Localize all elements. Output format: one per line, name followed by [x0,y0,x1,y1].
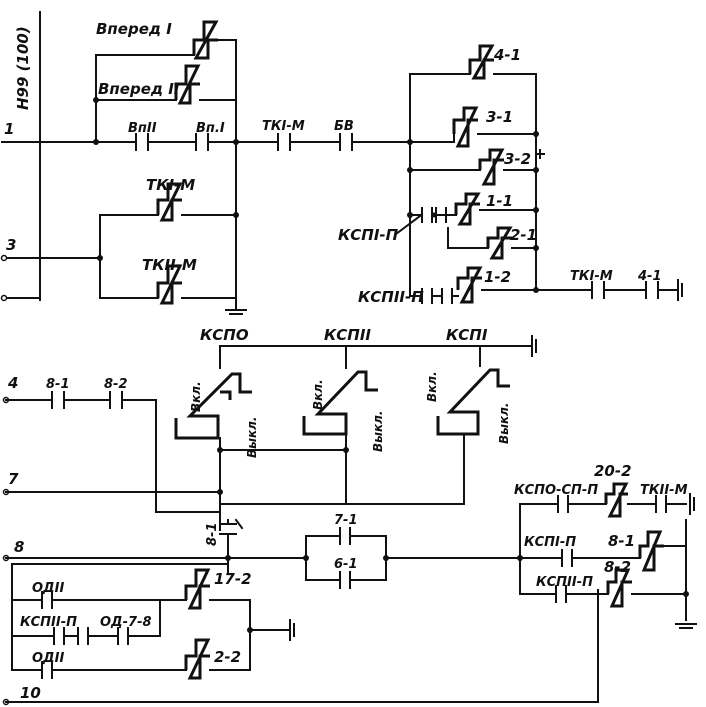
coil-1-1-label: 1-1 [486,192,513,210]
coil-tk2m: ТКII-М [142,256,197,305]
kspi-off-label: Выкл. [497,403,511,445]
coil-tk1m: ТКI-М [146,176,195,222]
terminal-7: 7 [8,470,19,488]
coil-8-2-b-label: 8-2 [604,558,631,576]
contact-vp2: ВпII [128,121,157,151]
coil-1-2: 1-2 [456,266,511,304]
group-kspi-label: КСПI [446,326,488,344]
contact-vp1: Вп.I [195,121,225,151]
coil-4-1: 4-1 [468,44,521,80]
contact-tk1m-top-label: ТКI-М [262,119,305,134]
relay-stack: 4-1 3-1 3-2 КСПI-П 1-1 [338,44,683,306]
coil-4-1-label: 4-1 [493,46,521,64]
contact-8-2-label: 8-2 [104,377,128,392]
contact-kspi-p-low-label: КСПI-П [524,535,576,550]
terminal-1: 1 [4,120,14,138]
contact-bv-label: БВ [334,119,354,134]
kspii-off-label: Выкл. [371,411,385,453]
coil-vpered-1: Вперед I [96,20,219,60]
coil-20-2: 20-2 [594,462,632,518]
contact-vp1-label: Вп.I [196,121,225,136]
contact-8-1-vertical-label: 8-1 [205,523,220,547]
switch-groups: КСПО КСПII КСПI Вкл. Выкл. Вкл. Выкл. Вк… [174,326,537,531]
coil-3-1: 3-1 [452,106,513,148]
coil-3-2-label: 3-2 [504,150,531,168]
bus-label: Н99 (100) [14,26,32,110]
contact-kspii-p-low-label: КСПII-П [20,615,77,630]
kspi-on-label: Вкл. [425,371,439,402]
contact-kspo-sp-p-label: КСПО-СП-П [514,483,598,498]
contact-4-1: 4-1 [637,269,662,299]
kspo-on-label: Вкл. [189,381,203,412]
contact-8-2: 8-2 [104,377,128,409]
kspo-off-label: Выкл. [245,417,259,459]
contact-tk1m-right-label: ТКI-М [570,269,613,284]
group-kspo-label: КСПО [200,326,249,344]
coil-8-2-b: 8-2 [604,558,632,608]
coil-2-1: 2-1 [486,226,537,260]
coil-vpered-1-label: Вперед I [96,20,172,38]
contact-bv: БВ [334,119,354,151]
contact-tk1m-right: ТКI-М [570,269,613,299]
middle-rows: 4 8-1 8-2 7 8-1 [2,374,244,559]
contact-od78-label: ОД-7-8 [100,615,152,630]
terminal-3: 3 [6,236,16,254]
main-bus: Н99 (100) [14,11,41,301]
contact-od2b-label: ОДII [32,651,64,666]
coil-2-2-label: 2-2 [214,648,241,666]
contact-vp2-label: ВпII [128,121,157,136]
contact-od2a-label: ОДII [32,581,64,596]
coil-20-2-label: 20-2 [594,462,632,480]
terminal-10: 10 [20,684,41,702]
coil-1-2-label: 1-2 [484,268,511,286]
contact-8-1: 8-1 [46,377,70,409]
coil-tk1m-label: ТКI-М [146,176,195,194]
contact-tk1m-top: ТКI-М [262,119,305,151]
group-kspii-label: КСПII [324,326,371,344]
row-10: 10 [2,589,599,706]
contact-6-1-label: 6-1 [334,557,358,572]
coil-2-2: 2-2 [184,638,241,680]
coil-17-2-label: 17-2 [214,570,252,588]
coil-2-1-label: 2-1 [510,226,537,244]
terminal-4: 4 [7,374,18,392]
row-8: 8 7-1 6-1 ОДII КСПII-П [2,513,521,680]
coil-17-2: 17-2 [184,568,252,610]
contact-tkii-m-low-label: ТКII-М [640,483,688,498]
top-section: 1 ВпII Вп.I ТКI-М БВ [0,20,411,315]
coil-3-2: 3-2 [478,148,531,186]
coil-vpered-2-label: Вперед II [98,80,180,98]
contact-kspii-p-low2-label: КСПII-П [536,575,593,590]
kspii-on-label: Вкл. [311,379,325,410]
coil-8-1-b: 8-1 [608,530,664,572]
coil-1-1: 1-1 [454,192,513,226]
coil-vpered-2: Вперед II [98,64,201,105]
contact-kspii-p-label: КСПII-П [358,288,424,306]
coil-3-1-label: 3-1 [486,108,513,126]
coil-tk2m-label: ТКII-М [142,256,197,274]
contact-4-1-label: 4-1 [637,269,662,284]
terminal-8: 8 [14,538,24,556]
contact-8-1-label: 8-1 [46,377,70,392]
contact-7-1-label: 7-1 [334,513,358,528]
coil-8-1-b-label: 8-1 [608,532,635,550]
contact-kspi-p-label: КСПI-П [338,226,399,244]
bottom-right-block: КСПО-СП-П 20-2 ТКII-М КСПI-П 8-1 КСПII-П [514,462,697,629]
